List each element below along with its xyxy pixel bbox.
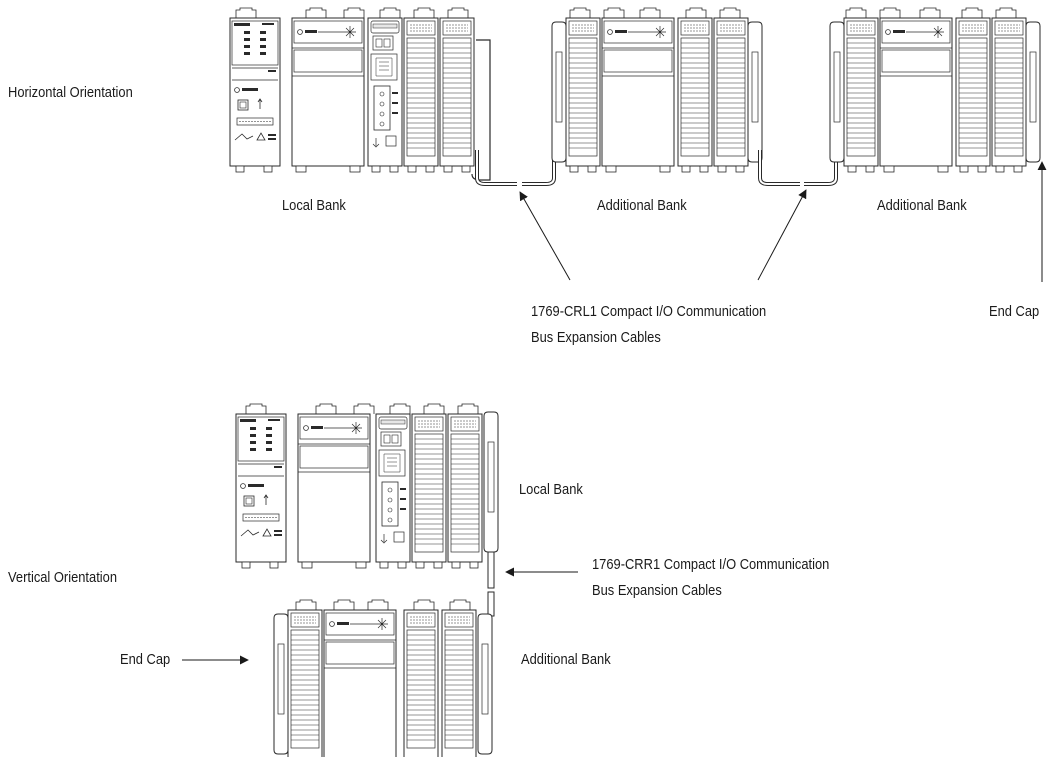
crl1-cable-2 [758,150,838,186]
horizontal-local-bank [229,7,475,173]
vertical-local-bank-label: Local Bank [519,481,583,498]
horizontal-end-cap-label: End Cap [989,303,1040,320]
horizontal-additional-bank-label-1: Additional Bank [597,197,687,214]
crr1-cable-label-line2: Bus Expansion Cables [592,582,722,599]
vertical-additional-bank-label: Additional Bank [521,651,611,668]
vertical-local-bank [235,403,499,569]
power-supply-module [291,17,365,173]
horizontal-local-bank-label: Local Bank [282,197,346,214]
crr1-cable-label-line1: 1769-CRR1 Compact I/O Communication [592,556,830,573]
comm-module [367,17,403,173]
io-module [403,17,439,173]
crr1-cable [487,551,495,617]
cable-arrow-2 [757,189,807,281]
crl1-cable-label-line2: Bus Expansion Cables [531,329,661,346]
vertical-end-cap-label: End Cap [120,651,171,668]
horizontal-additional-bank-1 [551,7,763,173]
controller-module [229,17,281,173]
vertical-orientation-label: Vertical Orientation [8,569,117,586]
horizontal-additional-bank-2 [829,7,1041,173]
end-cap [1025,21,1041,163]
horizontal-additional-bank-label-2: Additional Bank [877,197,967,214]
horizontal-orientation-label: Horizontal Orientation [8,84,133,101]
io-module [439,17,475,173]
vertical-additional-bank [273,599,493,757]
cable-arrow-1 [519,191,571,281]
crl1-cable-label-line1: 1769-CRL1 Compact I/O Communication [531,303,767,320]
crl1-cable-1 [471,39,556,186]
